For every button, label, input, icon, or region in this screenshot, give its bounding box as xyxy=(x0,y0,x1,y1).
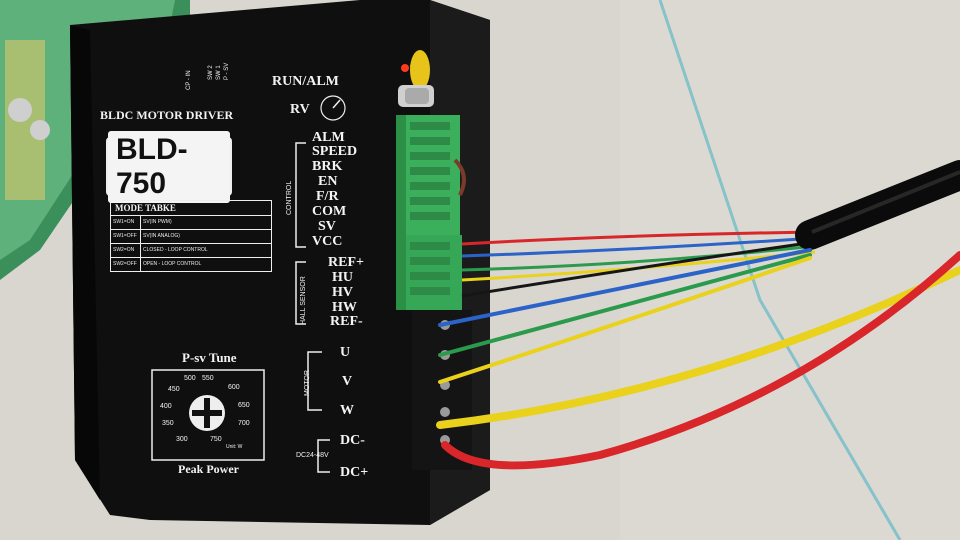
mode-desc: CLOSED - LOOP CONTROL xyxy=(143,247,208,253)
mode-desc: SV(IN PWM) xyxy=(143,219,172,225)
terminal-hu: HU xyxy=(332,270,353,285)
terminal-dc-plus: DC+ xyxy=(340,465,369,480)
terminal-sv: SV xyxy=(318,219,336,234)
switch-label: CP - IN xyxy=(186,70,192,90)
mode-row: SW2=OFF OPEN - LOOP CONTROL xyxy=(111,257,271,272)
mode-row: SW1=OFF SV(IN ANALOG) xyxy=(111,229,271,244)
mode-desc: SV(IN ANALOG) xyxy=(143,233,180,239)
mode-code: SW1=OFF xyxy=(113,233,137,239)
mode-desc: OPEN - LOOP CONTROL xyxy=(143,261,202,267)
dial-value: 450 xyxy=(168,386,180,393)
dial-value: 550 xyxy=(202,375,214,382)
driver-header: BLDC MOTOR DRIVER xyxy=(100,108,234,122)
group-brackets xyxy=(295,142,330,473)
switch-label: P - SV xyxy=(224,62,230,80)
hall-cable xyxy=(795,160,960,250)
model-name: BLD-750 xyxy=(108,130,230,203)
rv-label: RV xyxy=(290,102,310,117)
run-alm-label: RUN/ALM xyxy=(272,74,339,89)
signal-terminal-block xyxy=(396,115,462,310)
terminal-en: EN xyxy=(318,174,338,189)
terminal-u: U xyxy=(340,345,351,360)
terminal-w: W xyxy=(340,403,354,418)
mode-table: MODE TABKE SW1=ON SV(IN PWM) SW1=OFF SV(… xyxy=(110,200,272,272)
rv-dial-icon xyxy=(320,95,346,121)
terminal-hv: HV xyxy=(332,285,353,300)
dial-value: 300 xyxy=(176,436,188,443)
terminal-v: V xyxy=(342,374,353,389)
switch-label: SW 1 xyxy=(216,65,222,80)
power-group-label: DC24-48V xyxy=(296,452,329,459)
terminal-com: COM xyxy=(312,204,347,219)
cyan-tape-line xyxy=(658,0,902,540)
terminal-speed: SPEED xyxy=(312,144,358,159)
motor-group-label: MOTOR xyxy=(304,370,311,396)
dial-value: 700 xyxy=(238,420,250,427)
dial-unit: Unit: W xyxy=(226,444,243,450)
motor-phase-wires xyxy=(438,248,812,384)
hall-group-label: HALL SENSOR xyxy=(300,276,307,325)
mode-row: SW1=ON SV(IN PWM) xyxy=(111,215,271,230)
tune-title: P-sv Tune xyxy=(182,350,237,365)
terminal-vcc: VCC xyxy=(312,234,343,249)
peak-power-label: Peak Power xyxy=(178,462,239,476)
dial-value: 750 xyxy=(210,436,222,443)
terminal-hw: HW xyxy=(332,300,357,315)
dial-value: 400 xyxy=(160,403,172,410)
control-group-label: CONTROL xyxy=(286,180,293,215)
peak-power-dial xyxy=(151,369,265,461)
power-wires xyxy=(436,251,960,470)
mode-code: SW2=ON xyxy=(113,247,135,253)
mode-code: SW2=OFF xyxy=(113,261,137,267)
dial-value: 600 xyxy=(228,384,240,391)
terminal-alm: ALM xyxy=(312,130,345,145)
mode-code: SW1=ON xyxy=(113,219,135,225)
terminal-brk: BRK xyxy=(312,159,343,174)
switch-label: SW 2 xyxy=(208,65,214,80)
mode-table-title: MODE TABKE xyxy=(115,203,176,213)
dial-value: 500 xyxy=(184,375,196,382)
mode-row: SW2=ON CLOSED - LOOP CONTROL xyxy=(111,243,271,258)
terminal-ref-plus: REF+ xyxy=(328,255,364,270)
terminal-ref-minus: REF- xyxy=(330,314,363,329)
terminal-dc-minus: DC- xyxy=(340,433,365,448)
dial-value: 350 xyxy=(162,420,174,427)
model-label-box: BLD-750 xyxy=(106,130,232,203)
status-led-and-pot xyxy=(398,50,434,107)
terminal-fr: F/R xyxy=(316,189,339,204)
dial-value: 650 xyxy=(238,402,250,409)
